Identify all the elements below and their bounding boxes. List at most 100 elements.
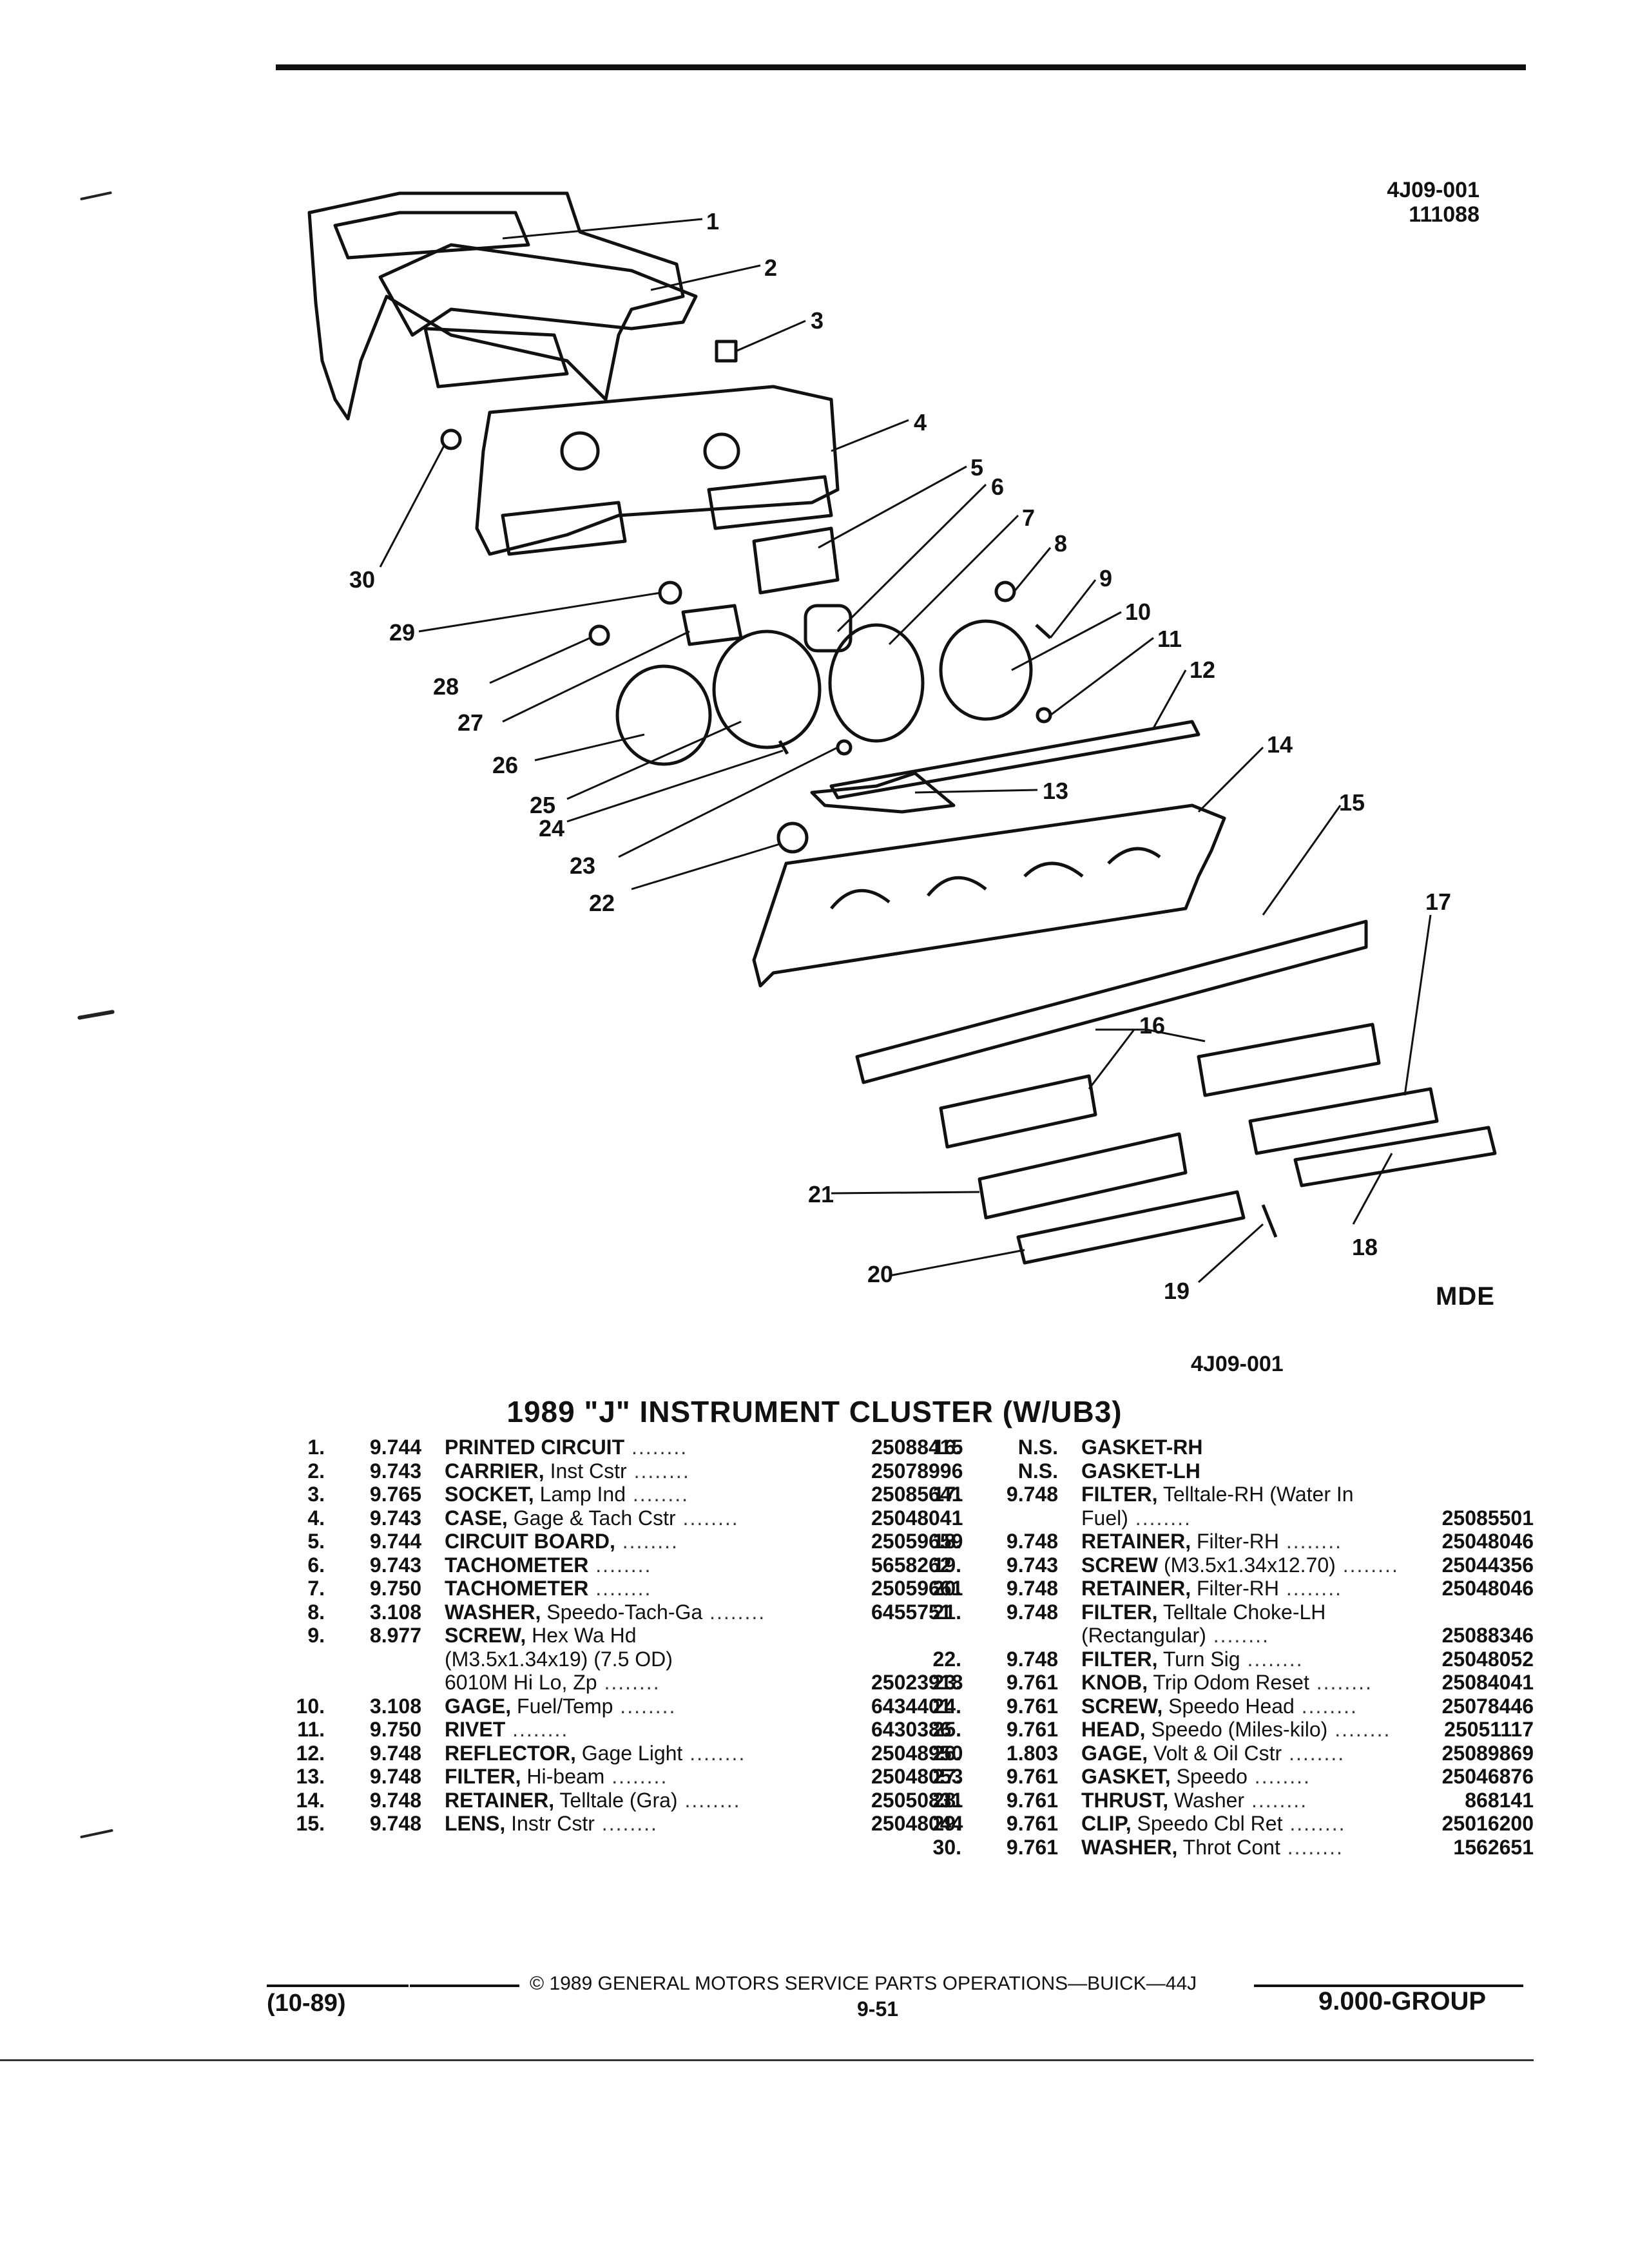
part-detail: (M3.5x1.34x12.70) [1158, 1553, 1336, 1577]
part-detail: Fuel/Temp [511, 1694, 613, 1718]
callout-4: 4 [914, 409, 927, 436]
part-name: GAGE, [445, 1694, 512, 1718]
item-number [902, 1506, 961, 1530]
dot-leader: ........ [505, 1718, 569, 1741]
part-detail: Lamp Ind [534, 1483, 626, 1506]
part-washer-30 [440, 428, 462, 450]
item-number: 21. [932, 1600, 961, 1624]
part-name: RIVET [445, 1718, 506, 1741]
part-detail: Filter-RH [1191, 1577, 1279, 1600]
callout-13: 13 [1043, 778, 1068, 804]
part-description: CASE, Gage & Tach Cstr ........ [445, 1506, 871, 1530]
group-number: 9.761 [1006, 1788, 1058, 1812]
part-description: HEAD, Speedo (Miles-kilo) ........ [1081, 1718, 1444, 1742]
part-name: RETAINER, [1081, 1577, 1191, 1600]
part-description: RETAINER, Telltale (Gra) ........ [445, 1789, 871, 1812]
dot-leader: ........ [1335, 1553, 1399, 1577]
item-number: 7. [307, 1577, 325, 1600]
callout-2: 2 [764, 255, 777, 281]
callout-24: 24 [539, 815, 564, 841]
part-gage-fuel-temp [939, 619, 1033, 721]
dot-leader: ........ [1282, 1812, 1346, 1835]
item-number: 16. [932, 1436, 961, 1459]
item-number: 10. [296, 1694, 325, 1718]
part-name: HEAD, [1081, 1718, 1146, 1741]
part-name: FILTER, [1081, 1483, 1158, 1506]
page-title: 1989 "J" INSTRUMENT CLUSTER (W/UB3) [506, 1395, 1123, 1428]
group-number: 9.748 [369, 1812, 421, 1835]
part-detail: 6010M Hi Lo, Zp [445, 1671, 597, 1694]
part-detail: Speedo Head [1162, 1694, 1295, 1718]
callout-10: 10 [1125, 599, 1151, 625]
part-detail: Fuel) [1081, 1506, 1128, 1530]
item-number: 18. [932, 1530, 961, 1553]
part-description: SCREW, Speedo Head ........ [1081, 1695, 1442, 1718]
dot-leader: ........ [1282, 1741, 1345, 1765]
group-number: 9.748 [1006, 1577, 1058, 1600]
part-case [475, 385, 840, 556]
group-number [325, 1648, 421, 1671]
part-description: FILTER, Telltale-RH (Water In [1081, 1483, 1534, 1506]
callout-26: 26 [492, 752, 518, 778]
part-name: RETAINER, [1081, 1530, 1191, 1553]
part-telltale-choke-filter [978, 1132, 1188, 1220]
diagram-caption-code: 4J09-001 [1191, 1352, 1284, 1376]
callout-labels: 1 2 3 4 5 6 7 8 9 10 11 12 13 14 15 16 1… [349, 208, 1451, 1304]
part-detail: Washer [1168, 1788, 1245, 1812]
part-hi-beam-filter [810, 771, 956, 814]
callout-22: 22 [589, 890, 615, 916]
item-number [902, 1624, 961, 1648]
copyright-line: © 1989 GENERAL MOTORS SERVICE PARTS OPER… [530, 1973, 1197, 1994]
group-number: 9.743 [1006, 1553, 1058, 1577]
dot-leader: ........ [1278, 1530, 1342, 1553]
part-description: (Rectangular) ........ [1081, 1624, 1442, 1648]
part-detail: Hex Wa Hd [526, 1624, 637, 1647]
part-description: 6010M Hi Lo, Zp ........ [445, 1671, 871, 1695]
part-number: 25089869 [1441, 1741, 1534, 1765]
part-description: LENS, Instr Cstr ........ [445, 1812, 871, 1836]
part-description: THRUST, Washer ........ [1081, 1789, 1465, 1812]
callout-23: 23 [570, 852, 595, 879]
callout-29: 29 [389, 619, 415, 646]
revision-date: (10-89) [267, 1990, 346, 2017]
part-description: CIRCUIT BOARD, ........ [445, 1530, 871, 1553]
parts-row: (Rectangular) ........25088346 [902, 1624, 1534, 1648]
group-number: 9.744 [369, 1530, 421, 1553]
group-number: N.S. [1017, 1436, 1058, 1459]
part-gasket-speedo [681, 604, 743, 646]
part-gasket-lh [939, 1074, 1097, 1149]
item-number: 27. [932, 1765, 961, 1788]
callout-5: 5 [970, 454, 983, 481]
item-number: 19. [932, 1553, 961, 1577]
part-detail: (Rectangular) [1081, 1624, 1206, 1647]
part-number: 25084041 [1441, 1671, 1534, 1694]
part-retainer-filter-rh-20 [1016, 1190, 1246, 1265]
part-detail: Speedo [1170, 1765, 1248, 1788]
part-description: SOCKET, Lamp Ind ........ [445, 1483, 871, 1506]
item-number: 29. [932, 1812, 961, 1835]
dot-leader: ........ [675, 1506, 739, 1530]
part-tachometer-7 [828, 623, 925, 743]
part-description: RETAINER, Filter-RH ........ [1081, 1530, 1442, 1553]
part-circuit-board [752, 526, 840, 595]
part-detail: Throt Cont [1177, 1835, 1280, 1859]
parts-row: (M3.5x1.34x19) (7.5 OD) [265, 1648, 871, 1671]
callout-8: 8 [1054, 530, 1067, 557]
item-number: 11. [297, 1718, 325, 1741]
group-number: 9.748 [369, 1741, 421, 1765]
item-number: 28. [932, 1788, 961, 1812]
part-description: GAGE, Fuel/Temp ........ [445, 1695, 871, 1718]
item-number: 1. [307, 1436, 325, 1459]
group-number: 9.743 [369, 1459, 421, 1483]
part-description: KNOB, Trip Odom Reset ........ [1081, 1671, 1442, 1695]
dot-leader: ........ [588, 1553, 652, 1577]
callout-9: 9 [1099, 565, 1112, 591]
dot-leader: ........ [613, 1694, 677, 1718]
group-number: 9.748 [369, 1765, 421, 1788]
item-number: 5. [307, 1530, 325, 1553]
